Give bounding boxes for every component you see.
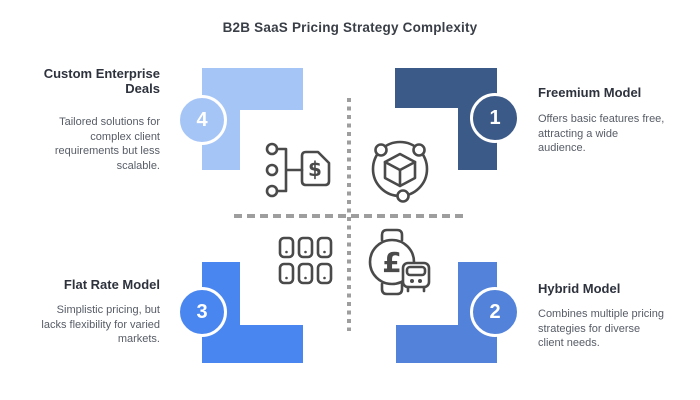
pound-symbol: £ xyxy=(382,246,401,279)
step1-number-badge: 1 xyxy=(470,93,520,143)
step2-number-badge: 2 xyxy=(470,287,520,337)
page-title: B2B SaaS Pricing Strategy Complexity xyxy=(222,20,478,35)
step4-number: 4 xyxy=(196,108,208,131)
step1-description: Offers basic features free,attracting a … xyxy=(538,113,665,154)
step3-shape-bottom-bar xyxy=(202,325,303,363)
step1-heading: Freemium Model xyxy=(538,85,642,100)
step4-number-badge: 4 xyxy=(177,95,227,145)
dollar-symbol: $ xyxy=(308,157,322,181)
step1-number: 1 xyxy=(489,106,501,129)
pricing-tiers-tag-icon: $ xyxy=(265,142,331,198)
step3-number-badge: 3 xyxy=(177,287,227,337)
banknotes-grid-icon xyxy=(278,236,333,285)
step3-number: 3 xyxy=(196,300,208,323)
step2-number: 2 xyxy=(489,300,501,323)
horizontal-divider xyxy=(234,214,468,218)
cube-network-icon xyxy=(371,140,429,203)
step2-heading: Hybrid Model xyxy=(538,281,621,296)
step3-heading: Flat Rate Model xyxy=(63,277,160,292)
watch-pound-icon: £ xyxy=(368,228,431,296)
